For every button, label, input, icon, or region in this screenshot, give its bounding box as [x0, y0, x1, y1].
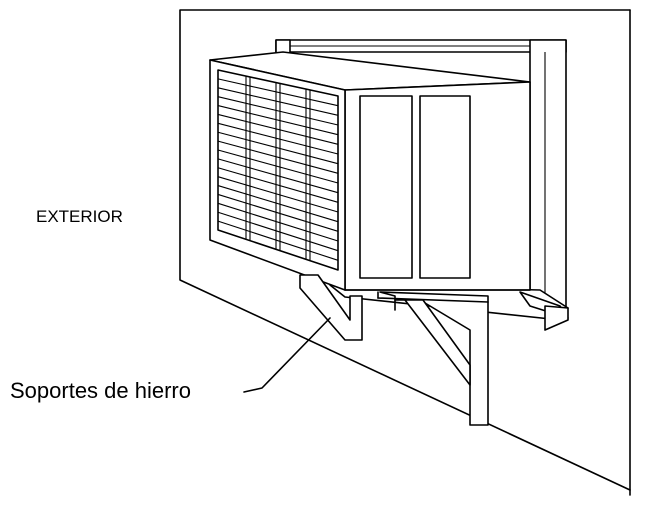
iron-brackets: [299, 274, 489, 426]
bracket-right: [379, 291, 489, 426]
grille-louver: [217, 220, 339, 261]
grille-louver: [217, 167, 339, 203]
grille-louver: [217, 105, 339, 136]
grille-louver: [217, 211, 339, 252]
ac-front-grille: [217, 69, 339, 271]
grille-louver: [217, 113, 339, 145]
grille-louver: [217, 185, 339, 223]
ac-side-panel-left: [359, 95, 413, 279]
air-conditioner-unit: [209, 51, 531, 291]
grille-louver: [217, 140, 339, 174]
brackets-label: Soportes de hierro: [10, 378, 191, 403]
grille-louver: [217, 158, 339, 194]
bracket-left: [299, 274, 363, 341]
grille-louver: [217, 122, 339, 155]
grille-louver: [217, 149, 339, 184]
grille-louver: [217, 176, 339, 213]
grille-louver: [217, 78, 339, 107]
ac-side-panel-right: [419, 95, 471, 279]
exterior-label: EXTERIOR: [36, 207, 123, 226]
grille-louver: [217, 87, 339, 116]
grille-louver: [217, 131, 339, 165]
grille-louver: [217, 96, 339, 126]
wall-outline: [179, 9, 631, 491]
grille-louver: [217, 202, 339, 242]
grille-louver: [217, 193, 339, 232]
bracket-leader-line: [243, 317, 331, 393]
